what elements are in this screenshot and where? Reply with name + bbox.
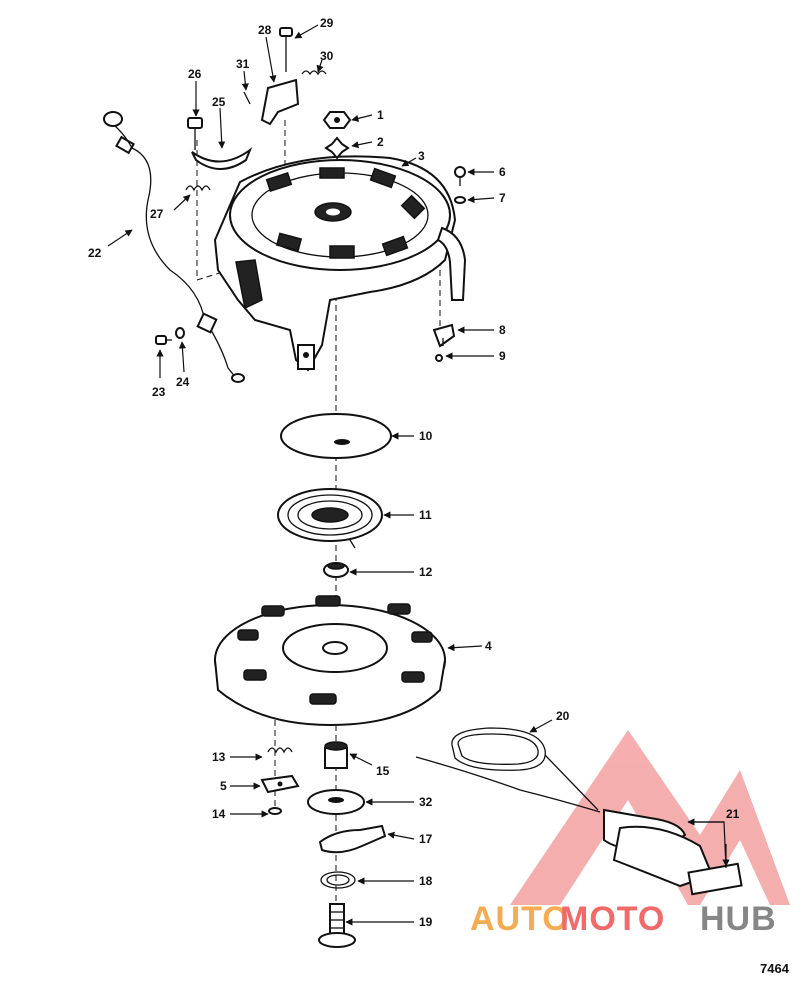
callout-22: 22: [88, 246, 102, 260]
spring-stack: [277, 413, 392, 578]
callout-17: 17: [419, 832, 433, 846]
callout-6: 6: [499, 165, 506, 179]
callout-labels: 1 2 3 4 5 6 7 8 9 10 11 12 13 14 15 17 1…: [88, 16, 740, 929]
starter-rope-and-handle: [415, 727, 743, 896]
lower-hardware: [260, 741, 387, 948]
callout-20: 20: [556, 709, 570, 723]
callout-32: 32: [419, 795, 433, 809]
callout-2: 2: [377, 135, 384, 149]
starter-housing: [213, 155, 467, 372]
watermark-moto: MOTO: [560, 900, 665, 938]
callout-26: 26: [188, 67, 202, 81]
callout-28: 28: [258, 23, 272, 37]
callout-24: 24: [176, 375, 190, 389]
callout-8: 8: [499, 323, 506, 337]
callout-19: 19: [419, 915, 433, 929]
callout-3: 3: [418, 149, 425, 163]
callout-12: 12: [419, 565, 433, 579]
watermark-wordmark: AUTO MOTO HUB: [470, 900, 777, 938]
callout-31: 31: [236, 57, 250, 71]
callout-4: 4: [485, 639, 492, 653]
cable-assembly: [103, 111, 245, 383]
callout-15: 15: [376, 764, 390, 778]
callout-14: 14: [212, 807, 226, 821]
watermark-auto: AUTO: [470, 900, 570, 938]
leader-lines: [107, 24, 730, 926]
callout-27: 27: [150, 207, 164, 221]
callout-21: 21: [726, 807, 740, 821]
callout-23: 23: [152, 385, 166, 399]
callout-7: 7: [499, 191, 506, 205]
callout-10: 10: [419, 429, 433, 443]
figure-number: 7464: [760, 961, 790, 976]
callout-29: 29: [320, 16, 334, 30]
callout-1: 1: [377, 108, 384, 122]
callout-11: 11: [419, 508, 432, 522]
callout-9: 9: [499, 349, 506, 363]
callout-25: 25: [212, 95, 226, 109]
callout-30: 30: [320, 49, 334, 63]
rewind-pulley: [214, 595, 446, 727]
callout-18: 18: [419, 874, 433, 888]
callout-13: 13: [212, 750, 226, 764]
top-hardware: [185, 27, 466, 204]
watermark-hub: HUB: [700, 900, 777, 938]
callout-5: 5: [220, 779, 227, 793]
bracket-and-screw: [432, 323, 456, 362]
